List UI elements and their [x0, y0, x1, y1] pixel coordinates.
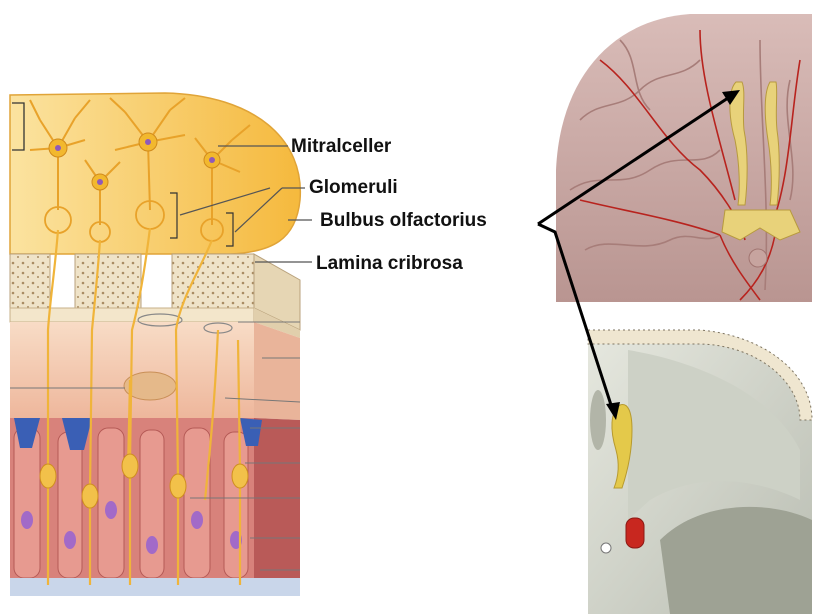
glomeruli-bracket-2 — [226, 212, 234, 247]
skull-base-view — [587, 329, 813, 614]
mitral-cell-bodies — [48, 132, 221, 191]
middle-cranial-fossa — [660, 506, 812, 614]
lamina-propria-side — [254, 322, 300, 420]
brain-vessels — [579, 29, 801, 301]
right-olfactory-tract — [764, 81, 780, 206]
skull-rim — [587, 329, 813, 421]
brain-gyri — [569, 39, 794, 291]
label-mitralceller: Mitralceller — [291, 136, 392, 157]
supporting-cells — [13, 427, 249, 579]
label-leaders — [179, 145, 312, 263]
cell-nuclei — [21, 501, 242, 554]
olfactory-bulb — [9, 92, 302, 255]
anterior-cranial-fossa — [628, 350, 800, 520]
receptor-neuron-bodies — [39, 453, 249, 509]
label-bulbus-olfactorius: Bulbus olfactorius — [320, 210, 487, 231]
internal-carotid — [625, 517, 645, 549]
blue-gland-ducts — [14, 418, 262, 450]
cribriform-plate — [590, 390, 606, 450]
left-olfactory-tract — [729, 81, 748, 206]
brain-inferior-view — [556, 14, 812, 302]
basal-layer — [10, 578, 300, 596]
optic-chiasm — [721, 209, 801, 241]
olfactory-epithelium-illustration — [9, 92, 302, 596]
olfactory-receptor-neurons — [46, 227, 242, 585]
left-bracket — [12, 102, 25, 151]
label-glomeruli: Glomeruli — [309, 177, 398, 198]
arrow-icon — [537, 90, 740, 420]
glomeruli-bracket-1 — [170, 192, 178, 239]
label-lamina-cribrosa: Lamina cribrosa — [316, 253, 463, 274]
pointer-lines — [10, 321, 301, 571]
olfactory-epithelium — [10, 418, 254, 588]
olfactory-bulb-skull — [611, 403, 633, 489]
